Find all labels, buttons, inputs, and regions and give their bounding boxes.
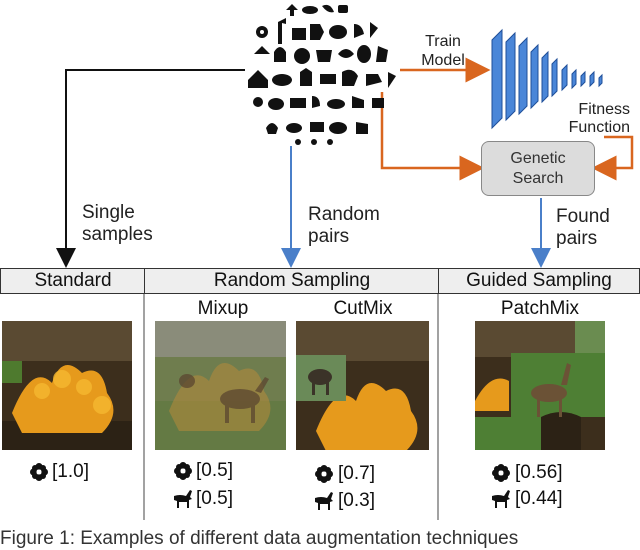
cutmix-image: [296, 321, 429, 450]
standard-image: [2, 321, 132, 450]
method-mixup: Mixup: [197, 298, 249, 319]
random-line1: Random: [308, 204, 380, 225]
fitness-line1: Fitness: [578, 101, 630, 118]
mixup-image: [155, 321, 286, 450]
goat-icon: [174, 490, 192, 508]
arrow-cloud-to-search: [380, 92, 485, 181]
fitness-line2: Function: [568, 119, 630, 136]
genetic-line1: Genetic: [510, 150, 566, 167]
arrow-single-samples: [56, 69, 245, 268]
fitness-function-label: Fitness Function: [560, 101, 630, 137]
found-line1: Found: [556, 206, 610, 227]
single-line2: samples: [82, 224, 153, 245]
header-standard: Standard: [0, 268, 146, 294]
flower-icon: [315, 465, 333, 483]
arrow-fitness-to-search: [591, 135, 634, 181]
header-random-sampling: Random Sampling: [144, 268, 440, 294]
flower-icon: [174, 462, 192, 480]
standard-flower-weight: [1.0]: [52, 461, 89, 482]
goat-icon: [315, 492, 333, 510]
mixup-goat-weight: [0.5]: [196, 488, 233, 509]
mixup-flower-weight: [0.5]: [196, 460, 233, 481]
single-line1: Single: [82, 202, 135, 223]
cutmix-flower-weight: [0.7]: [338, 463, 375, 484]
header-guided-sampling: Guided Sampling: [438, 268, 640, 294]
method-patchmix: PatchMix: [500, 298, 580, 319]
train-model-label: Train Model: [420, 32, 466, 70]
connector-arrows: [56, 57, 634, 520]
dataset-icon-cloud: [248, 4, 396, 145]
single-samples-label: Single samples: [82, 202, 153, 246]
flower-icon: [30, 463, 48, 481]
train-model-line1: Train: [425, 33, 461, 50]
patchmix-flower-weight: [0.56]: [515, 462, 563, 483]
train-model-line2: Model: [421, 52, 465, 69]
cutmix-goat-weight: [0.3]: [338, 490, 375, 511]
genetic-search-box: Genetic Search: [481, 141, 595, 196]
goat-icon: [492, 490, 510, 508]
flower-icon: [492, 464, 510, 482]
cnn-network-icon: [491, 28, 603, 130]
genetic-line2: Search: [512, 170, 564, 187]
found-line2: pairs: [556, 228, 598, 249]
found-pairs-label: Found pairs: [556, 206, 610, 250]
random-line2: pairs: [308, 226, 350, 247]
random-pairs-label: Random pairs: [308, 204, 380, 248]
patchmix-image: [475, 321, 605, 450]
method-cutmix: CutMix: [333, 298, 393, 319]
figure-caption: Figure 1: Examples of different data aug…: [0, 528, 519, 549]
patchmix-goat-weight: [0.44]: [515, 488, 563, 509]
